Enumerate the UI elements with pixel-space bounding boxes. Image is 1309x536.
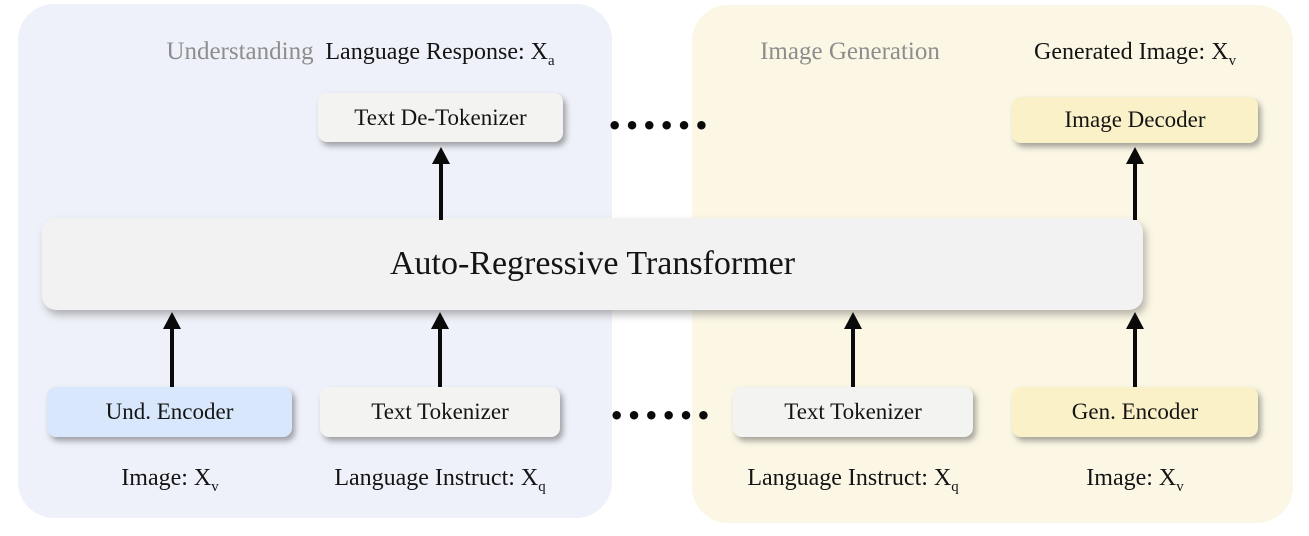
arrow-up-from-gen-encoder: [1125, 312, 1145, 387]
image-input-subscript: v: [1176, 478, 1184, 495]
ellipsis-dots-top: ••••••: [607, 112, 712, 140]
arrow-up-from-text-tokenizer-left: [430, 312, 450, 387]
arrowhead-icon: [163, 312, 181, 329]
und-encoder-box: Und. Encoder: [47, 387, 292, 437]
arrow-shaft: [439, 164, 443, 220]
auto-regressive-transformer-bar: Auto-Regressive Transformer: [42, 218, 1143, 310]
arrowhead-icon: [1126, 147, 1144, 164]
arrow-shaft: [1133, 164, 1137, 220]
arrow-up-to-image-decoder: [1125, 147, 1145, 220]
image-input-text: Image: X: [121, 465, 212, 491]
text-tokenizer-box-understanding: Text Tokenizer: [320, 387, 560, 437]
arrow-shaft: [438, 329, 442, 387]
generated-image-subscript: v: [1228, 52, 1236, 69]
language-instruct-subscript: q: [538, 478, 546, 495]
text-detokenizer-box: Text De-Tokenizer: [318, 93, 563, 142]
image-input-label-generation: Image: Xv: [1025, 463, 1245, 495]
arrow-up-from-text-tokenizer-right: [843, 312, 863, 387]
image-decoder-box: Image Decoder: [1012, 97, 1258, 143]
arrowhead-icon: [844, 312, 862, 329]
generated-image-text: Generated Image: X: [1033, 39, 1229, 65]
understanding-title: Understanding: [166, 38, 314, 65]
language-response-text: Language Response: X: [325, 39, 548, 65]
ellipsis-dots-bottom: ••••••: [609, 402, 714, 430]
language-response-label: Language Response: Xa: [315, 37, 565, 69]
image-input-subscript: v: [211, 478, 219, 495]
language-response-subscript: a: [548, 52, 555, 69]
gen-encoder-box: Gen. Encoder: [1012, 387, 1258, 437]
language-instruct-text: Language Instruct: X: [747, 465, 952, 491]
arrowhead-icon: [432, 147, 450, 164]
arrow-up-from-und-encoder: [162, 312, 182, 387]
image-input-text: Image: X: [1086, 465, 1177, 491]
language-instruct-subscript: q: [951, 478, 959, 495]
arrow-shaft: [170, 329, 174, 387]
language-instruct-text: Language Instruct: X: [334, 465, 539, 491]
generated-image-label: Generated Image: Xv: [1010, 37, 1260, 69]
text-tokenizer-box-generation: Text Tokenizer: [733, 387, 973, 437]
image-input-label-understanding: Image: Xv: [60, 463, 280, 495]
language-instruct-label-generation: Language Instruct: Xq: [713, 463, 993, 495]
arrowhead-icon: [431, 312, 449, 329]
language-instruct-label-understanding: Language Instruct: Xq: [300, 463, 580, 495]
arrow-shaft: [851, 329, 855, 387]
image-generation-title: Image Generation: [760, 38, 940, 65]
arrow-up-to-detokenizer: [431, 147, 451, 220]
arrowhead-icon: [1126, 312, 1144, 329]
arrow-shaft: [1133, 329, 1137, 387]
